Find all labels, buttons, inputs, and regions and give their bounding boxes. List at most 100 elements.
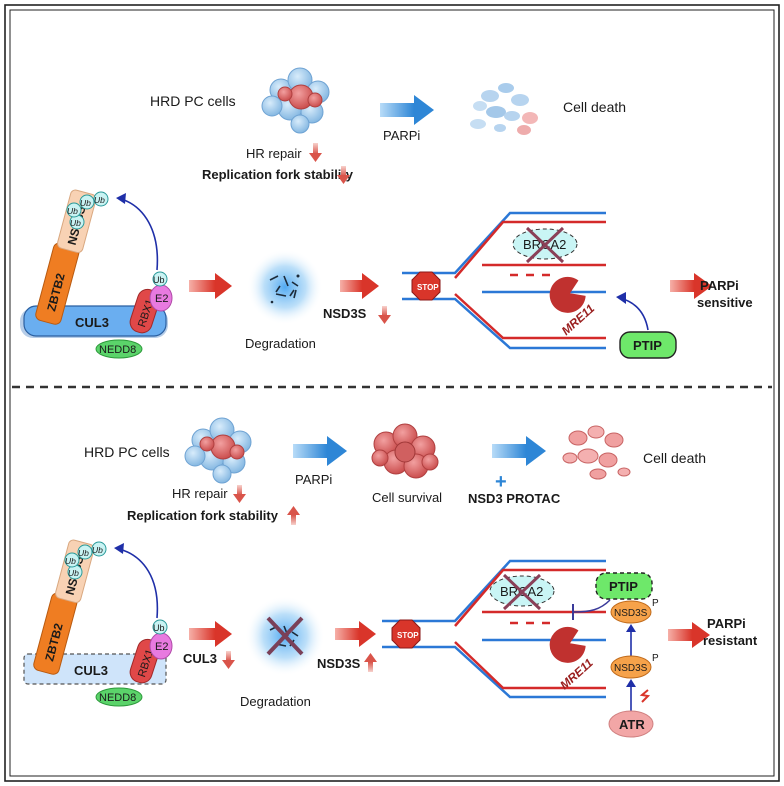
bottom-stop-sign-icon: STOP <box>391 619 421 649</box>
top-dead-cells-icon <box>470 83 538 135</box>
top-arrow-to-degradation <box>189 273 232 299</box>
bottom-result-line1: PARPi <box>707 616 746 631</box>
bottom-protac-arrow <box>492 436 546 466</box>
bottom-nsd3s-level-label: NSD3S <box>317 656 361 671</box>
top-ptip-label: PTIP <box>633 338 662 353</box>
top-nedd8-shape <box>95 339 143 359</box>
top-stop-sign-icon: STOP <box>411 271 441 301</box>
bottom-ub-chain-3: Ub <box>78 548 89 558</box>
bottom-fork-up-arrow <box>287 506 300 525</box>
bottom-parpi-arrow <box>293 436 347 466</box>
top-hr-repair-label: HR repair <box>246 146 302 161</box>
top-mre11-pacman-icon <box>549 276 586 313</box>
top-ub-chain-3: Ub <box>80 198 91 208</box>
bottom-lightning-icon <box>639 689 651 703</box>
bottom-cell-death-label: Cell death <box>643 450 706 466</box>
bottom-cul3-level-label: CUL3 <box>183 651 217 666</box>
bottom-parpi-label: PARPi <box>295 472 332 487</box>
bottom-ub-chain-1: Ub <box>68 568 79 578</box>
bottom-nsd3s-p-top-shape <box>610 600 652 624</box>
bottom-cul3-down-arrow <box>222 651 235 669</box>
bottom-nedd8-shape <box>95 687 143 707</box>
bottom-p-top-mark: P <box>652 598 659 609</box>
bottom-ub-chain: Ub Ub Ub Ub <box>64 541 107 580</box>
bottom-ub-chain-2: Ub <box>65 556 76 566</box>
bottom-brca2-crossed: BRCA2 <box>489 573 555 611</box>
bottom-cul3-complex: CUL3 ZBTB2 NSD3S RBX1 E2 Ub NEDD8 <box>23 539 173 707</box>
bottom-arrow-to-fork <box>335 621 376 647</box>
top-parpi-arrow <box>380 95 434 125</box>
bottom-nsd3s-p-bottom-label: NSD3S <box>614 663 648 674</box>
bottom-cul3-label: CUL3 <box>74 663 108 678</box>
top-fork-down-arrow <box>337 166 350 184</box>
bottom-nedd8-label: NEDD8 <box>99 692 136 704</box>
top-cells-label: HRD PC cells <box>150 93 236 109</box>
top-cul3-complex: CUL3 ZBTB2 NSD3S RBX1 E2 Ub NEDD8 <box>20 189 173 359</box>
top-zbtb2-block: ZBTB2 <box>35 242 80 325</box>
top-result-line1: PARPi <box>700 278 739 293</box>
inner-frame <box>9 9 775 777</box>
top-degradation-label: Degradation <box>245 336 316 351</box>
bottom-arrow-to-degradation <box>189 621 232 647</box>
bottom-zbtb2-block: ZBTB2 <box>33 592 78 675</box>
bottom-atr-label: ATR <box>619 717 645 732</box>
bottom-survival-cells-icon <box>371 423 439 479</box>
bottom-ub-transfer-arrow <box>115 547 159 619</box>
bottom-atr-shape <box>608 710 654 738</box>
top-result-arrow <box>670 273 712 299</box>
bottom-e2-label: E2 <box>155 641 168 653</box>
bottom-ub-single-label: Ub <box>153 623 165 633</box>
top-cul3-label: CUL3 <box>75 315 109 330</box>
bottom-plus-sign: + <box>495 471 507 493</box>
outer-frame <box>4 4 780 782</box>
bottom-cell-cluster-icon <box>184 417 252 484</box>
top-hr-down-arrow <box>309 143 322 162</box>
top-ub-single-icon <box>152 271 168 287</box>
top-brca2-crossed: BRCA2 <box>512 226 578 264</box>
top-ub-chain-4: Ub <box>94 195 105 205</box>
bottom-ub-single-icon <box>152 619 168 635</box>
top-ptip-box <box>619 331 677 359</box>
top-arrow-to-fork <box>340 273 379 299</box>
bottom-degradation-blocked-icon <box>245 596 325 676</box>
bottom-p-bottom-mark: P <box>652 653 659 664</box>
bottom-ptip-box <box>595 572 653 600</box>
bottom-stop-label: STOP <box>397 631 419 640</box>
bottom-nsd3s-p-top-label: NSD3S <box>614 608 648 619</box>
top-panel: HRD PC cells PARPi <box>20 67 753 359</box>
top-ub-single-label: Ub <box>153 275 165 285</box>
top-ub-transfer-arrow <box>117 197 159 271</box>
bottom-nsd3s-p-bottom-shape <box>610 655 652 679</box>
bottom-panel: HRD PC cells PARPi Ce <box>23 417 758 738</box>
top-parpi-label: PARPi <box>383 128 420 143</box>
top-ub-chain-1: Ub <box>70 218 81 228</box>
top-fork-stability-label: Replication fork stability <box>202 167 354 182</box>
bottom-ub-chain-4: Ub <box>92 545 103 555</box>
bottom-result-line2: resistant <box>703 633 758 648</box>
top-ub-chain-2: Ub <box>67 206 78 216</box>
bottom-nsd3s-up-arrow <box>364 653 377 672</box>
bottom-mre11-pacman-icon <box>549 626 586 663</box>
top-ptip-to-mre11-arrow <box>619 297 649 331</box>
top-cell-death-label: Cell death <box>563 99 626 115</box>
bottom-protac-label: NSD3 PROTAC <box>468 491 561 506</box>
bottom-hr-down-arrow <box>233 485 246 503</box>
bottom-ptip-inhibition-line <box>572 599 611 613</box>
top-degradation-icon <box>247 249 323 325</box>
top-stop-label: STOP <box>417 283 439 292</box>
bottom-survival-label: Cell survival <box>372 490 442 505</box>
top-nsd3s-down-arrow <box>378 306 391 324</box>
top-nsd3s-level-label: NSD3S <box>323 306 367 321</box>
top-e2-label: E2 <box>155 293 168 305</box>
bottom-ptip-label: PTIP <box>609 579 638 594</box>
top-result-line2: sensitive <box>697 295 753 310</box>
top-cell-cluster-icon <box>261 67 330 134</box>
bottom-cells-label: HRD PC cells <box>84 444 170 460</box>
bottom-degradation-label: Degradation <box>240 694 311 709</box>
bottom-fork-stability-label: Replication fork stability <box>127 508 279 523</box>
bottom-result-arrow <box>668 622 710 648</box>
bottom-dead-cells-icon <box>562 425 631 480</box>
top-ub-chain: Ub Ub Ub Ub <box>66 191 109 230</box>
